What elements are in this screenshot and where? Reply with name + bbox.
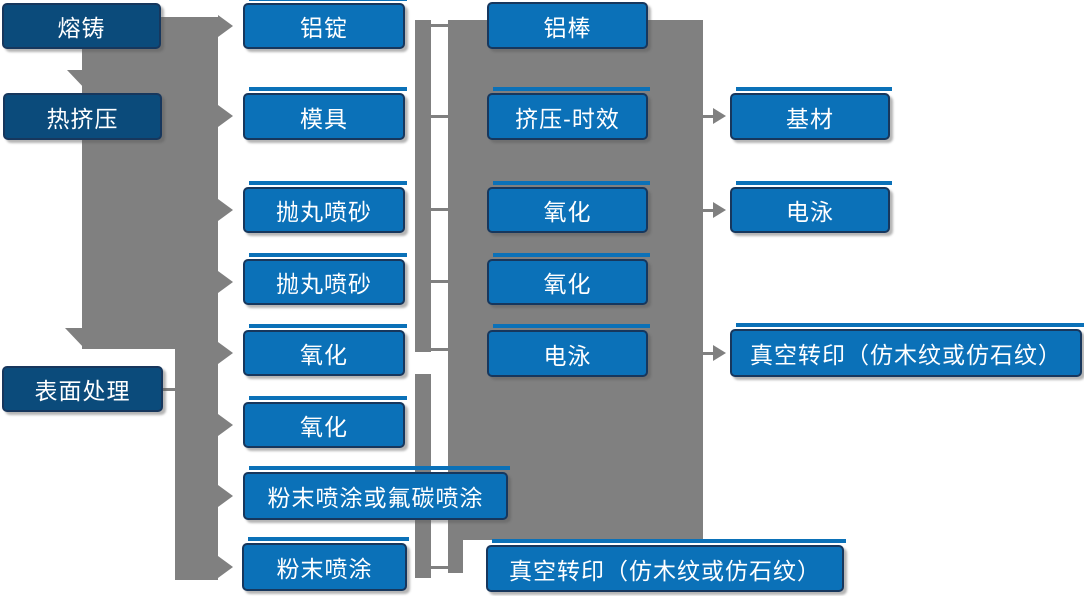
connector-tick-row2 — [417, 115, 448, 118]
arrow-to-aluminum-ingot-icon — [218, 15, 233, 37]
arrow-to-powder-fluorocarbon-icon — [218, 485, 233, 507]
connector-shaft-to-base-material — [703, 115, 715, 118]
connector-shaft-to-vacuum-transfer — [703, 352, 715, 355]
arrow-to-shot-blast-1-icon — [218, 199, 233, 221]
arrow-to-mold-icon — [218, 105, 233, 127]
connector-tick-row5 — [417, 348, 448, 351]
node-oxidation-4: 氧化 — [487, 253, 650, 305]
node-oxidation-2: 氧化 — [243, 396, 407, 448]
connector-band-left-lower — [175, 349, 218, 580]
node-surface-treatment: 表面处理 — [2, 366, 163, 412]
node-vacuum-transfer-print-bottom: 真空转印（仿木纹或仿石纹） — [486, 539, 846, 592]
node-powder-or-fluorocarbon-spray: 粉末喷涂或氟碳喷涂 — [243, 466, 510, 520]
node-melting-casting: 熔铸 — [2, 3, 161, 49]
arrow-down-to-hot-extrusion-icon — [67, 70, 105, 90]
connector-tick-row1 — [417, 24, 448, 27]
connector-surface-treatment-link — [163, 388, 177, 391]
node-base-material: 基材 — [730, 87, 892, 140]
node-powder-spray: 粉末喷涂 — [242, 537, 409, 591]
connector-trunk-left — [82, 17, 218, 349]
connector-tick-row4 — [417, 280, 448, 283]
node-electrophoresis-2: 电泳 — [730, 181, 892, 233]
arrow-to-oxidation-1-icon — [218, 342, 233, 364]
arrow-to-base-material-icon — [713, 108, 726, 124]
connector-bus-middle-upper — [415, 20, 431, 352]
arrow-to-oxidation-2-icon — [218, 414, 233, 436]
node-extrusion-aging: 挤压-时效 — [487, 87, 650, 140]
arrow-to-electrophoresis-icon — [713, 202, 726, 218]
node-vacuum-transfer-print-right: 真空转印（仿木纹或仿石纹） — [730, 323, 1084, 377]
node-mold: 模具 — [243, 87, 407, 140]
node-shot-blast-sandblast-2: 抛丸喷砂 — [243, 253, 407, 305]
connector-shaft-to-electrophoresis — [703, 209, 715, 212]
node-oxidation-3: 氧化 — [487, 181, 650, 233]
node-aluminum-rod: 铝棒 — [487, 2, 648, 49]
node-shot-blast-sandblast-1: 抛丸喷砂 — [243, 181, 407, 233]
connector-backdrop-stub — [448, 540, 463, 573]
node-aluminum-ingot: 铝锭 — [243, 0, 407, 49]
node-hot-extrusion: 热挤压 — [3, 93, 162, 140]
arrow-down-to-surface-treatment-icon — [65, 328, 103, 348]
node-oxidation-1: 氧化 — [243, 324, 407, 376]
node-electrophoresis-1: 电泳 — [487, 324, 650, 377]
connector-tick-row3 — [417, 208, 448, 211]
connector-tick-row8 — [417, 566, 448, 569]
arrow-to-powder-spray-icon — [218, 556, 233, 578]
arrow-to-vacuum-transfer-icon — [713, 345, 726, 361]
arrow-to-shot-blast-2-icon — [218, 271, 233, 293]
